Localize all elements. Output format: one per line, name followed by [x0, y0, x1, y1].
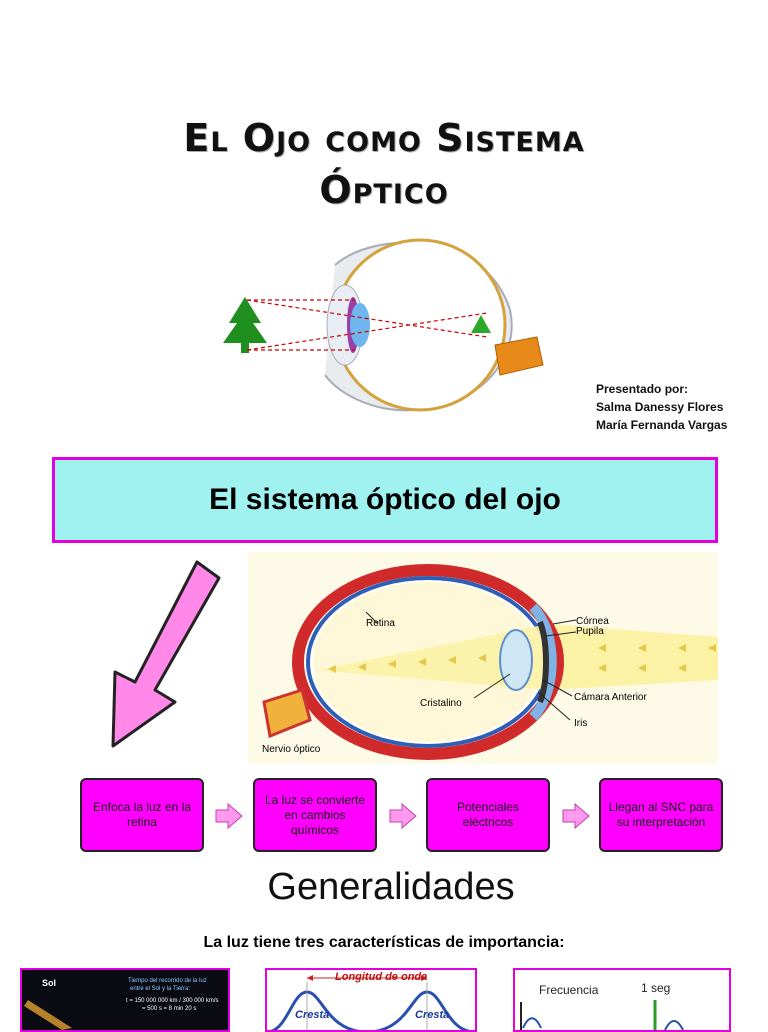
process-step-1-text: Enfoca la luz en la retina	[92, 800, 192, 829]
sun-calc-1: t = 150 000 000 km / 300 000 km/s	[126, 998, 219, 1004]
frequency-label: Frecuencia	[539, 983, 599, 997]
arrow-right-icon	[215, 802, 243, 830]
label-camara-anterior: Cámara Anterior	[574, 692, 647, 703]
tree-icon	[223, 297, 267, 353]
section-title-generalidades: Generalidades	[267, 866, 515, 908]
panel-frequency: Frecuencia 1 seg	[513, 968, 731, 1032]
process-step-2: La luz se convierte en cambios químicos	[253, 778, 377, 852]
crest-label-2: Cresta	[415, 1009, 449, 1021]
process-step-4: Llegan al SNC para su interpretación	[599, 778, 723, 852]
eye-optics-illustration	[223, 238, 544, 412]
arrow-right-icon	[562, 802, 590, 830]
title-line-2: Óptico	[319, 168, 449, 212]
presenter-name-2: María Fernanda Vargas	[596, 418, 728, 432]
wavelength-label: Longitud de onda	[335, 971, 427, 983]
process-step-3: Potenciales eléctricos	[426, 778, 550, 852]
sun-caption-2: entre el Sol y la Tierra:	[130, 986, 190, 992]
title-line-1: El Ojo como Sistema	[183, 116, 585, 160]
sun-label: Sol	[42, 978, 56, 988]
sun-caption-1: Tiempo del recorrido de la luz	[128, 978, 207, 984]
frequency-illustration: Frecuencia 1 seg	[520, 981, 684, 1030]
process-step-3-text: Potenciales eléctricos	[456, 800, 520, 829]
label-retina: Retina	[366, 618, 395, 629]
one-second-label: 1 seg	[641, 981, 670, 995]
label-cristalino: Cristalino	[420, 698, 462, 709]
label-cornea: Córnea	[576, 616, 609, 627]
page-title: El Ojo como Sistema Óptico	[0, 112, 768, 216]
process-step-2-text: La luz se convierte en cambios químicos	[264, 792, 366, 837]
eye-anatomy-diagram: Retina Córnea Pupila Cristalino Cámara A…	[248, 552, 718, 764]
process-step-1: Enfoca la luz en la retina	[80, 778, 204, 852]
presenter-block: Presentado por: Salma Danessy Flores Mar…	[596, 380, 727, 434]
label-iris: Iris	[574, 718, 587, 729]
presenter-name-1: Salma Danessy Flores	[596, 400, 724, 414]
presenter-label: Presentado por:	[596, 382, 689, 396]
banner-text: El sistema óptico del ojo	[209, 483, 561, 516]
label-nervio-optico: Nervio óptico	[262, 744, 321, 755]
crest-label-1: Cresta	[295, 1009, 329, 1021]
panel-sun: Sol Tiempo del recorrido de la luz entre…	[20, 968, 230, 1032]
sun-illustration: Sol Tiempo del recorrido de la luz entre…	[24, 978, 219, 1030]
panel-wavelength: Longitud de onda Cresta Cresta	[265, 968, 477, 1032]
arrow-right-icon	[389, 802, 417, 830]
inverted-tree-icon	[471, 315, 491, 333]
sun-calc-2: = 500 s = 8 min 20 s	[142, 1006, 196, 1012]
section-subtitle: La luz tiene tres características de imp…	[203, 934, 565, 951]
process-step-4-text: Llegan al SNC para su interpretación	[608, 800, 714, 829]
wave-illustration: Longitud de onda Cresta Cresta	[269, 971, 472, 1030]
label-pupila: Pupila	[576, 626, 604, 637]
section-banner: El sistema óptico del ojo	[52, 457, 718, 543]
down-left-arrow-icon	[111, 560, 221, 748]
